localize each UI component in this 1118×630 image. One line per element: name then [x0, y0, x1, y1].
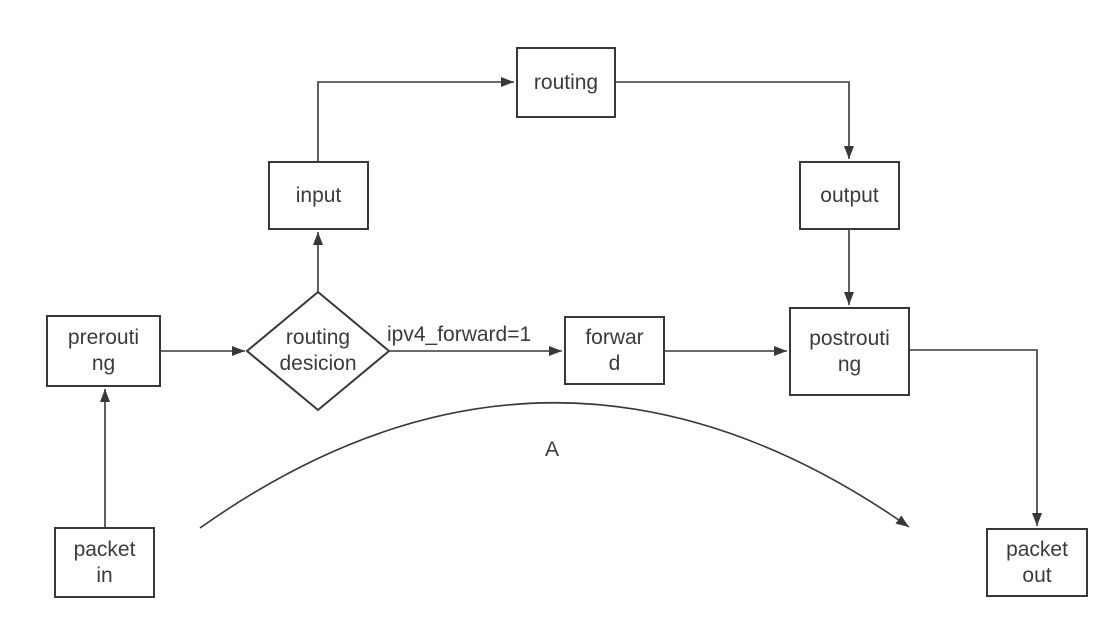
edge-input-to-routing	[317, 77, 514, 161]
node-prerouting-label: prerouti ng	[67, 326, 140, 375]
node-input-label: input	[295, 183, 342, 207]
node-packet-out: packet out	[986, 528, 1088, 597]
node-postrouting: postrouti ng	[789, 307, 910, 396]
node-routing-decision: routing desicion	[252, 312, 384, 390]
node-routing-label: routing	[533, 70, 599, 94]
edge-routing-to-output	[616, 81, 854, 159]
node-output-label: output	[820, 183, 879, 207]
node-output: output	[799, 161, 900, 230]
routing-decision-diamond	[245, 290, 391, 412]
node-prerouting: prerouti ng	[46, 315, 161, 387]
node-routing: routing	[516, 47, 616, 118]
node-packet-in-label: packet in	[73, 537, 136, 587]
edge-postrouting-to-packetout	[910, 349, 1042, 526]
node-forward-label: forwar d	[585, 325, 644, 375]
edge-bypass-curve	[199, 402, 910, 529]
node-postrouting-label: postrouti ng	[809, 326, 890, 376]
node-packet-out-label: packet out	[1006, 537, 1068, 587]
node-forward: forwar d	[564, 316, 665, 385]
node-input: input	[268, 161, 369, 230]
node-packet-in: packet in	[54, 527, 155, 598]
edge-label-ipv4-forward: ipv4_forward=1	[387, 323, 532, 346]
edge-label-a: A	[545, 438, 560, 461]
node-routing-decision-label: routing desicion	[279, 326, 357, 375]
